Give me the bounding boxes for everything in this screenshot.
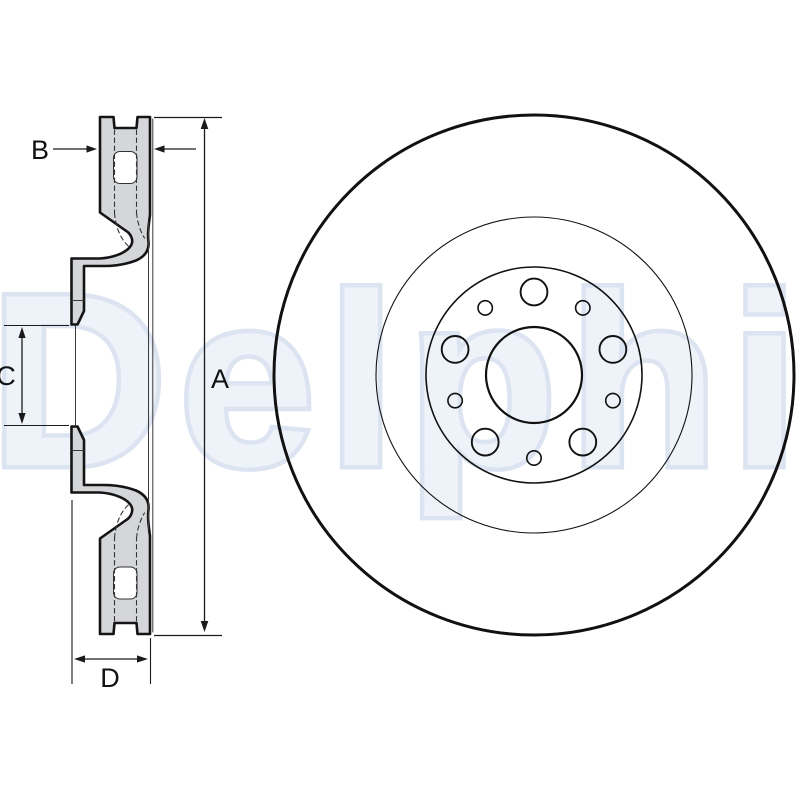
dimension-c: C [0,324,69,427]
arrowhead-down-icon [18,413,26,424]
bolt-hole-large [598,335,628,364]
dimension-b: B [31,135,196,165]
bolt-hole-small [604,392,621,409]
bolt-hole-large [568,427,598,457]
dimension-a-label: A [211,364,229,394]
bolt-holes-small [447,299,621,466]
dimension-b-label: B [31,135,49,165]
friction-ring-inner-circle [375,216,693,534]
dimension-d: D [71,500,152,693]
dimension-c-label: C [0,361,16,391]
bolt-hole-small [477,299,494,316]
cross-section-view [70,115,154,636]
bolt-hole-small [525,449,542,466]
arrowhead-up-icon [200,118,209,129]
arrowhead-left-icon [74,655,85,663]
dimension-annotations: A B C D [0,116,229,693]
arrowhead-right-icon [137,655,148,663]
bolt-holes-large [440,277,628,457]
bolt-hole-large [440,335,470,364]
hub-circle [425,266,643,484]
vent-slot-top [113,151,138,184]
delphi-watermark: Delphi [0,243,800,517]
bolt-hole-large [519,277,549,307]
bolt-hole-small [574,299,591,316]
section-dashed-lines [113,129,146,622]
arrowhead-right-icon [86,145,97,153]
centre-bore-circle [484,325,584,425]
dimension-d-label: D [100,663,120,693]
arrowhead-left-icon [154,145,165,153]
dimension-a: A [154,116,229,637]
arrowhead-down-icon [200,621,209,632]
arrowhead-up-icon [18,327,26,338]
bolt-hole-small [447,392,464,409]
vent-slot-bottom [113,566,138,600]
bolt-hole-large [470,427,500,457]
outer-diameter-circle [272,113,796,637]
section-thin-lines [71,118,154,633]
front-view [272,113,796,637]
